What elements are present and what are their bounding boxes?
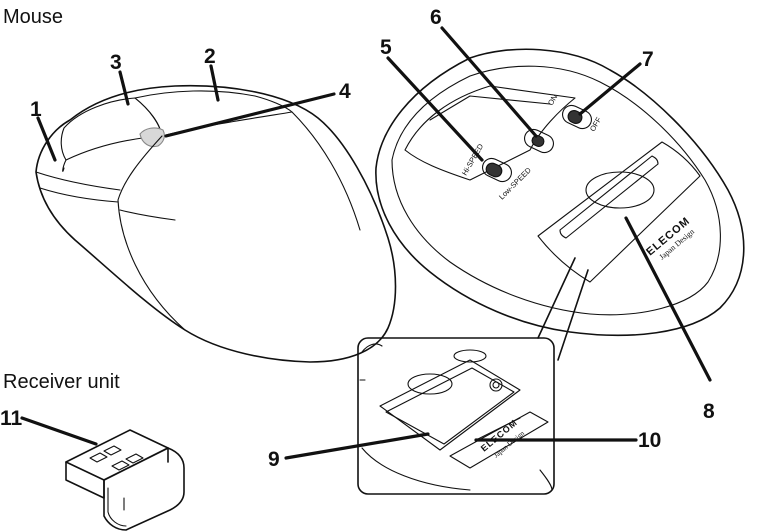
leader-6: [440, 26, 538, 138]
battery-cover: [537, 141, 701, 283]
callout-5: 5: [380, 36, 392, 59]
mouse-body-outline: [35, 84, 397, 363]
leader-9: [284, 432, 430, 460]
callout-7: 7: [642, 48, 654, 71]
leader-1: [36, 116, 57, 162]
receiver-heading: Receiver unit: [3, 371, 120, 393]
callout-3: 3: [110, 51, 122, 74]
speed-switch: [482, 157, 512, 183]
battery-compartment-inset: ELECOM Japan Design: [357, 257, 589, 495]
leader-5: [386, 56, 484, 162]
receiver-unit: [65, 429, 185, 531]
leader-7: [578, 62, 642, 116]
leader-3: [118, 70, 130, 106]
mouse-heading: Mouse: [3, 6, 64, 28]
leader-2: [209, 64, 220, 102]
callout-10: 10: [638, 429, 661, 452]
mouse-top-view: [35, 84, 397, 363]
callout-2: 2: [204, 45, 216, 68]
on-label: ON: [546, 93, 559, 107]
mouse-bottom-outline: [375, 48, 745, 337]
callout-9: 9: [268, 448, 280, 471]
callout-1: 1: [30, 98, 42, 121]
callout-8: 8: [703, 400, 715, 423]
off-label: OFF: [588, 115, 604, 133]
callout-6: 6: [430, 6, 442, 29]
receiver-body: [103, 447, 185, 531]
callout-4: 4: [339, 80, 351, 103]
connect-button: [524, 128, 554, 154]
power-switch: [562, 104, 592, 130]
leader-8: [624, 216, 712, 382]
leader-11: [20, 416, 98, 446]
sensor-window: [585, 171, 655, 209]
battery-spring: [489, 378, 503, 392]
inset-frame: [357, 337, 555, 495]
callout-11: 11: [0, 407, 23, 430]
scroll-wheel: [139, 127, 165, 148]
low-speed-label: Low-SPEED: [497, 165, 533, 201]
leader-4: [164, 92, 336, 138]
